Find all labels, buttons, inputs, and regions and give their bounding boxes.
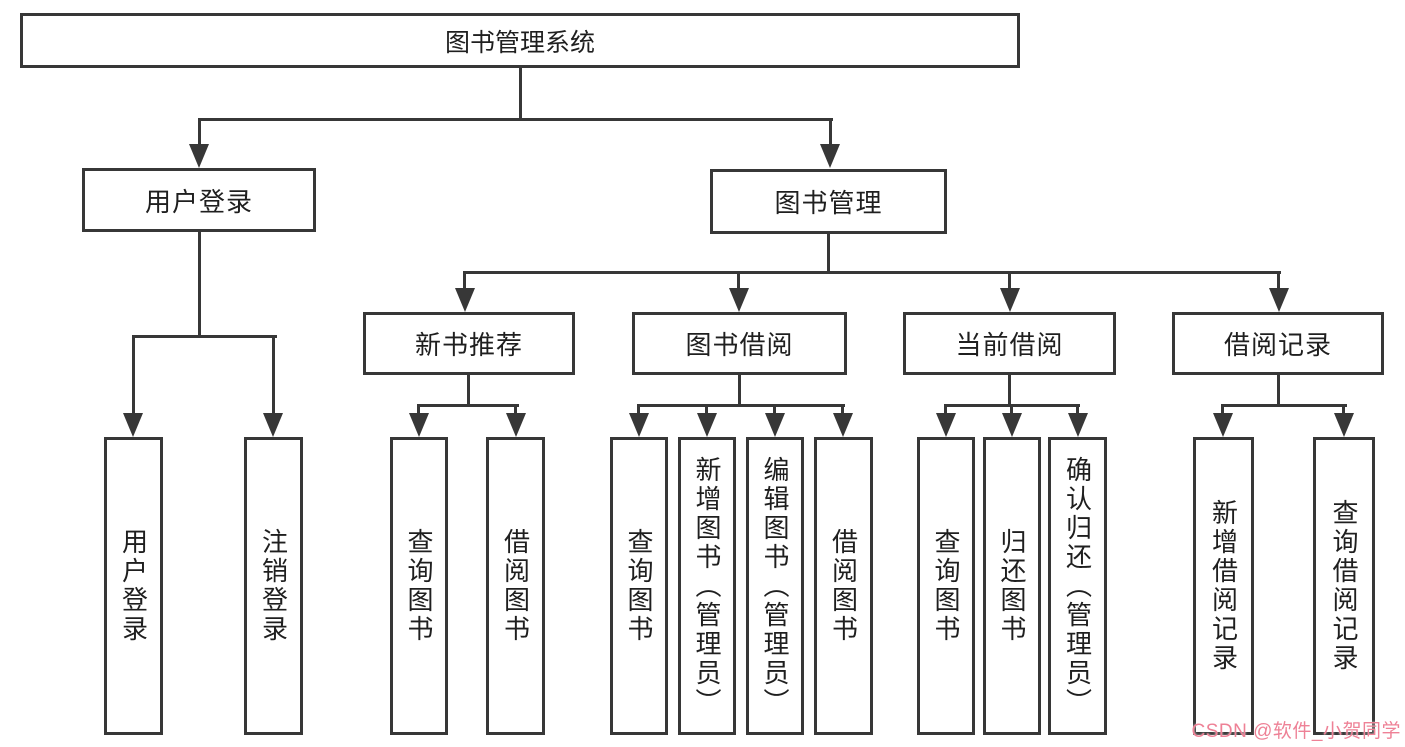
connector-leaf-line: [417, 404, 420, 416]
arrow-down-icon: [1000, 288, 1020, 312]
leaf-current-confirm-return-admin: 确认归还（管理员）: [1048, 437, 1107, 735]
connector-leaf-line: [841, 404, 844, 416]
node-book-borrow-label: 图书借阅: [685, 330, 794, 360]
arrow-down-icon: [833, 413, 853, 437]
connector-leaf-line: [773, 404, 776, 416]
arrow-down-icon: [629, 413, 649, 437]
arrow-down-icon: [455, 288, 475, 312]
arrow-down-icon: [263, 413, 283, 437]
leaf-user-login: 用户登录: [104, 437, 163, 735]
connector-to-user-login: [198, 118, 201, 146]
node-current-borrow: 当前借阅: [903, 312, 1116, 375]
arrow-down-icon: [123, 413, 143, 437]
connector-to-current-borrow: [1008, 271, 1011, 292]
connector-leaf-line: [514, 404, 517, 416]
arrow-down-icon: [506, 413, 526, 437]
arrow-down-icon: [820, 144, 840, 168]
node-book-management-label: 图书管理: [774, 188, 883, 218]
leaf-newrec-borrow-books: 借阅图书: [486, 437, 545, 735]
node-book-management: 图书管理: [710, 169, 947, 234]
connector-to-new-book: [463, 271, 466, 292]
node-root-label: 图书管理系统: [444, 28, 595, 57]
connector-leaf-line: [1010, 404, 1013, 416]
arrow-down-icon: [1213, 413, 1233, 437]
arrow-down-icon: [1002, 413, 1022, 437]
arrow-down-icon: [1334, 413, 1354, 437]
connector-user-login-stem: [198, 230, 201, 338]
leaf-current-query-books: 查询图书: [917, 437, 975, 735]
arrow-down-icon: [936, 413, 956, 437]
node-new-book-recommend: 新书推荐: [363, 312, 575, 375]
leaf-newrec-query-books: 查询图书: [390, 437, 448, 735]
connector-book-mgmt-rail: [464, 271, 1281, 274]
leaf-borrow-edit-books-admin: 编辑图书（管理员）: [746, 437, 804, 735]
connector-current-stem: [1008, 374, 1011, 407]
connector-to-book-borrow: [737, 271, 740, 292]
leaf-borrow-borrow-books: 借阅图书: [814, 437, 873, 735]
arrow-down-icon: [189, 144, 209, 168]
leaf-borrow-add-books-admin: 新增图书（管理员）: [678, 437, 736, 735]
connector-records-stem: [1277, 374, 1280, 407]
connector-leaf-line: [1076, 404, 1079, 416]
arrow-down-icon: [729, 288, 749, 312]
node-user-login-label: 用户登录: [144, 186, 253, 217]
arrow-down-icon: [765, 413, 785, 437]
csdn-watermark: CSDN @软件_小贺同学: [1191, 721, 1401, 742]
connector-leaf-line: [637, 404, 640, 416]
node-user-login: 用户登录: [82, 168, 316, 232]
leaf-borrow-query-books: 查询图书: [610, 437, 668, 735]
connector-newrec-rail: [417, 404, 519, 407]
node-root: 图书管理系统: [20, 13, 1020, 68]
connector-root-stem: [519, 66, 522, 120]
node-borrow-records: 借阅记录: [1172, 312, 1384, 375]
arrow-down-icon: [697, 413, 717, 437]
leaf-logout: 注销登录: [244, 437, 303, 735]
connector-borrow-rail: [637, 404, 845, 407]
node-book-borrow: 图书借阅: [632, 312, 847, 375]
leaf-records-query-record: 查询借阅记录: [1313, 437, 1375, 735]
connector-leaf-line: [944, 404, 947, 416]
connector-to-leaf-user-login: [132, 335, 135, 415]
connector-leaf-line: [1221, 404, 1224, 416]
connector-to-book-management: [829, 118, 832, 146]
connector-leaf-line: [1342, 404, 1345, 416]
arrow-down-icon: [1068, 413, 1088, 437]
node-current-borrow-label: 当前借阅: [955, 330, 1064, 360]
connector-user-login-rail: [132, 335, 277, 338]
connector-leaf-line: [705, 404, 708, 416]
connector-to-borrow-records: [1277, 271, 1280, 292]
connector-book-mgmt-stem: [827, 233, 830, 274]
node-new-book-recommend-label: 新书推荐: [414, 330, 523, 360]
connector-to-leaf-logout: [272, 335, 275, 415]
node-borrow-records-label: 借阅记录: [1223, 330, 1332, 360]
arrow-down-icon: [1269, 288, 1289, 312]
connector-root-rail: [198, 118, 833, 121]
connector-newrec-stem: [467, 374, 470, 407]
leaf-records-add-record: 新增借阅记录: [1193, 437, 1254, 735]
connector-records-rail: [1221, 404, 1347, 407]
arrow-down-icon: [409, 413, 429, 437]
connector-borrow-stem: [738, 374, 741, 407]
leaf-current-return-books: 归还图书: [983, 437, 1041, 735]
